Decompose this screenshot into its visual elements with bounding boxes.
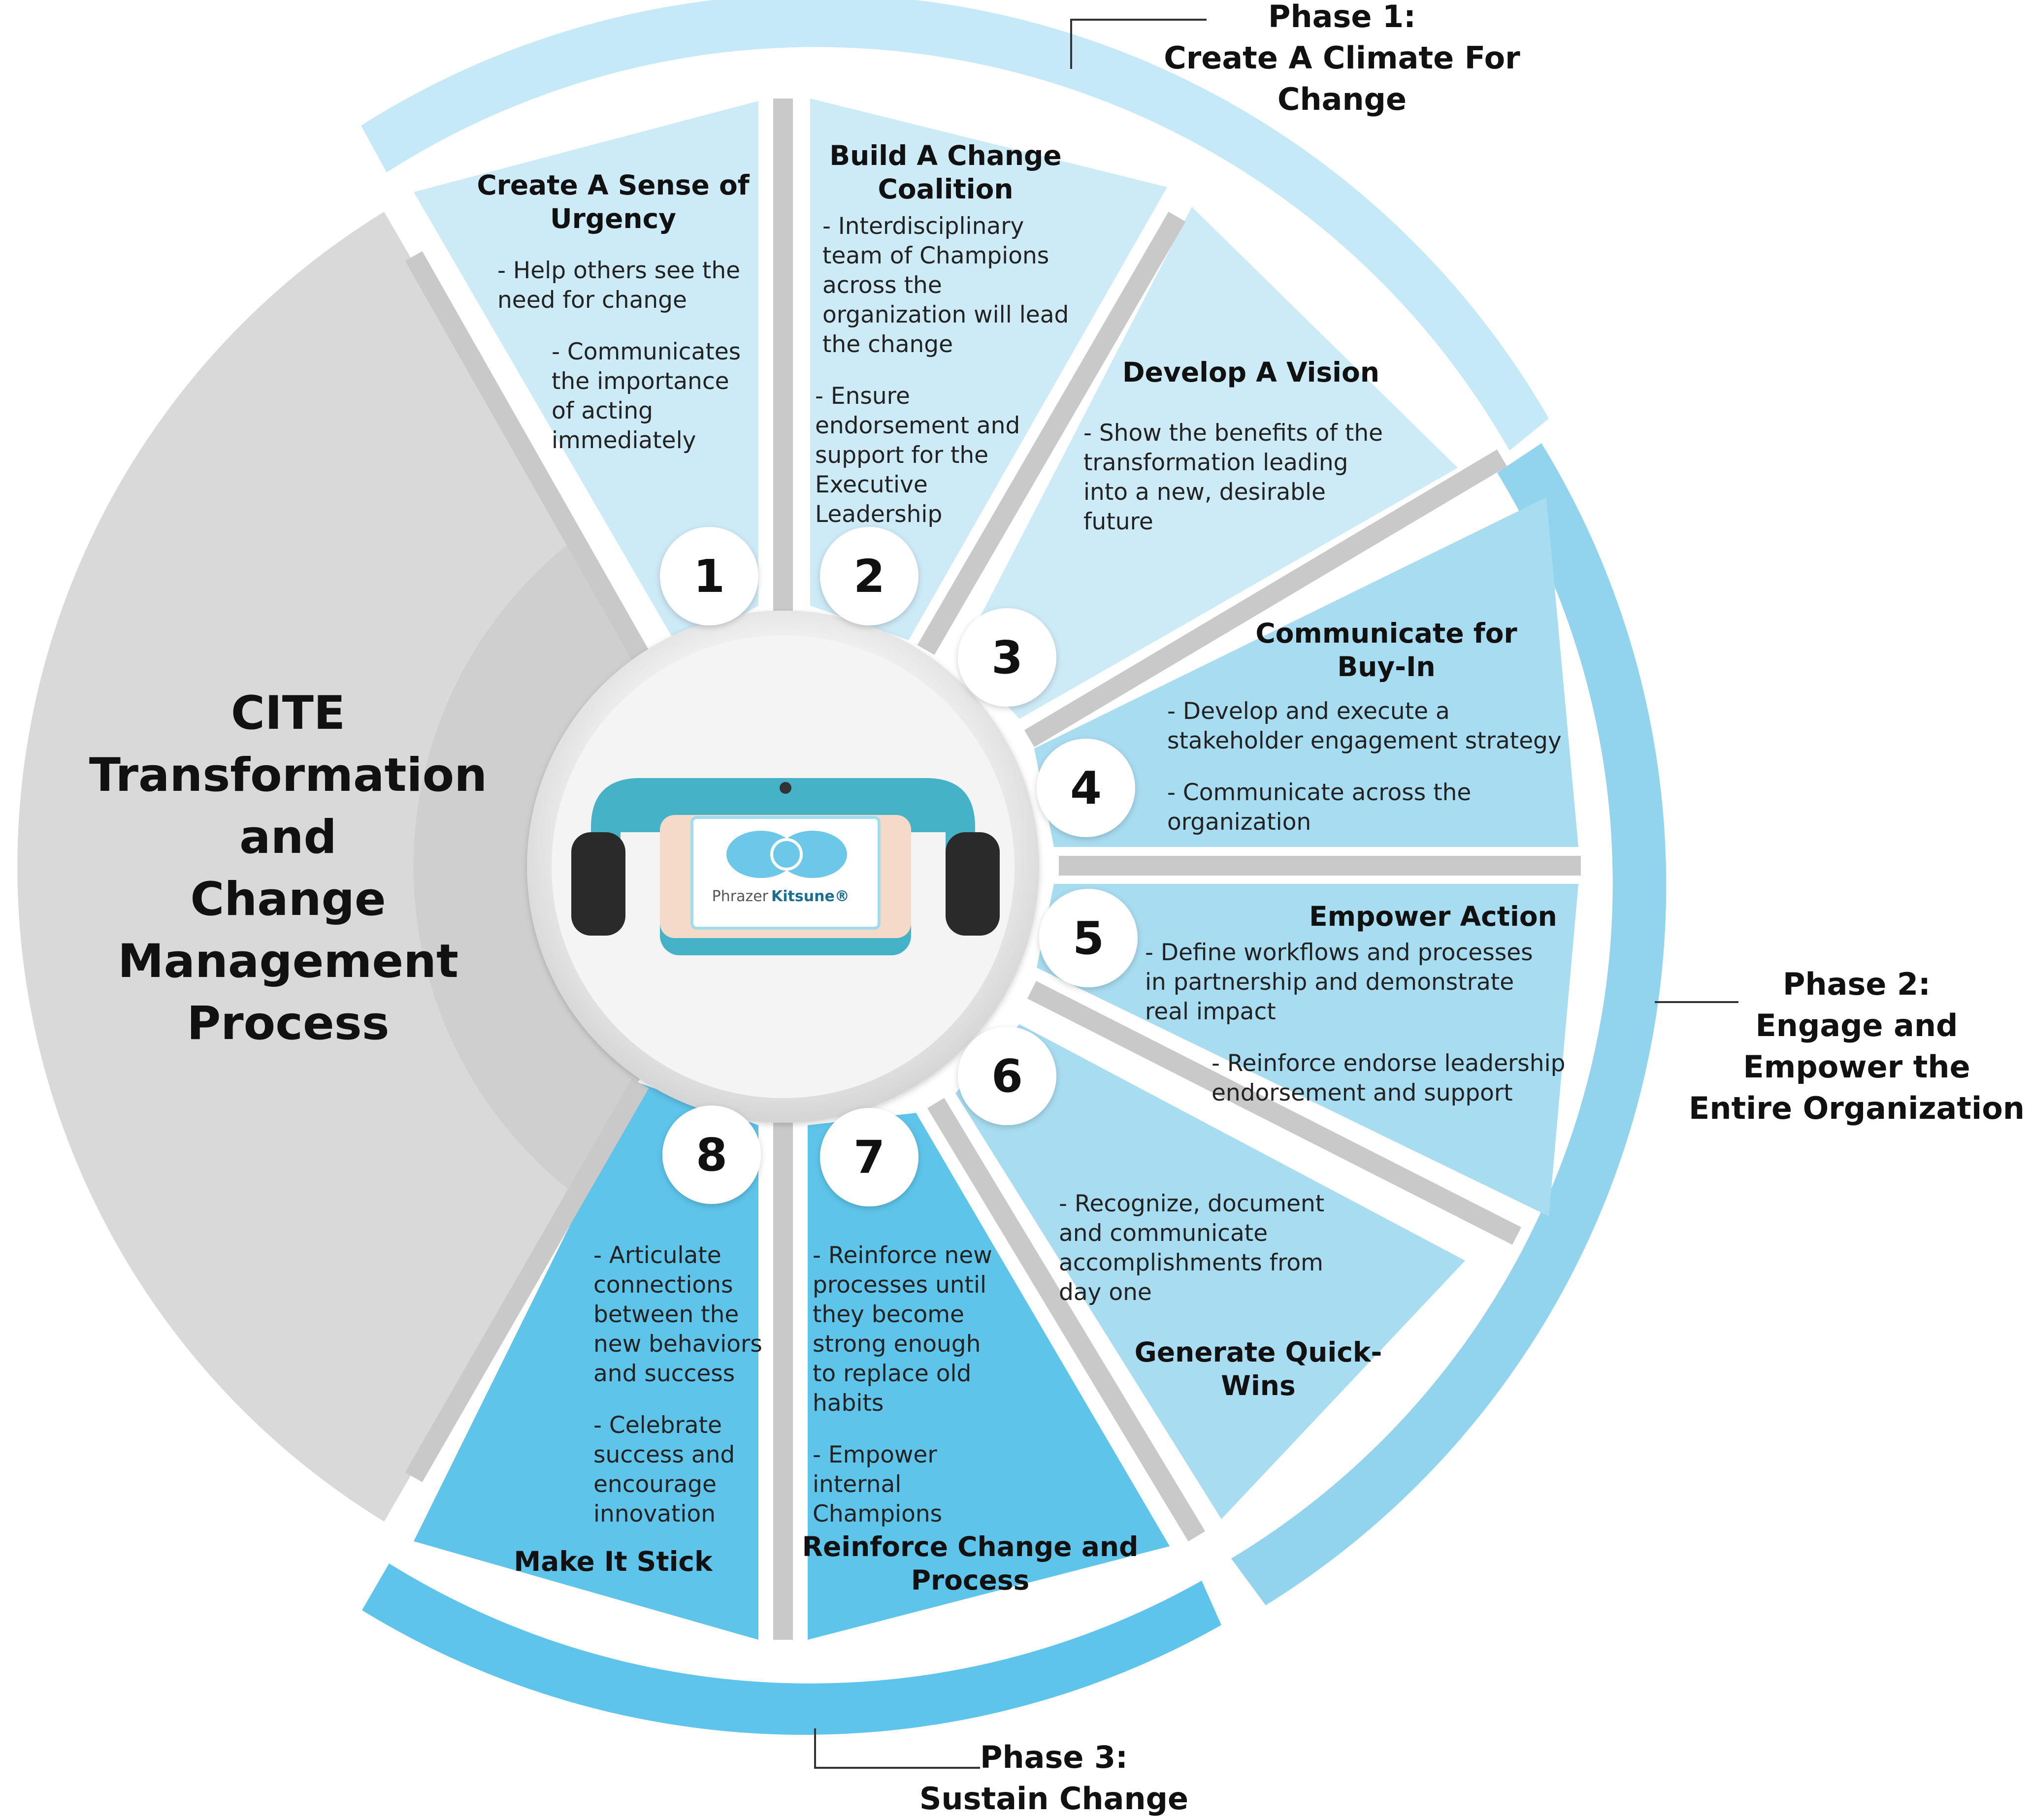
step-5-badge (1039, 889, 1138, 987)
step-6-number: 6 (991, 1050, 1023, 1103)
phase-3-label: Phase 3:Sustain Change (919, 1739, 1188, 1817)
step-7-wedge (808, 1113, 1170, 1640)
step-5-wedge (1037, 884, 1578, 1216)
device-handle-right (946, 832, 1000, 936)
step-1-wedge (414, 101, 758, 650)
device-brand: Phrazer (712, 888, 769, 905)
step-6-title: Generate Quick-Wins (1135, 1336, 1382, 1401)
step-8-number: 8 (696, 1129, 727, 1181)
step-7-badge (820, 1108, 918, 1206)
phase-3-leader-line (814, 1728, 980, 1769)
device-model: Kitsune® (771, 888, 850, 905)
step-6-badge (958, 1027, 1056, 1125)
step-3-title: Develop A Vision (1122, 357, 1379, 388)
device-screen (690, 816, 881, 930)
step-6-wedge (955, 1024, 1465, 1519)
wedge-separators (405, 98, 1581, 1640)
step-3-wedge (960, 207, 1458, 719)
step-4-wedge (1034, 497, 1578, 847)
step-5-title: Empower Action (1309, 901, 1557, 932)
step-2-number: 2 (853, 550, 885, 603)
step-2-wedge (810, 98, 1167, 640)
step-8-badge (662, 1105, 761, 1204)
step-1-number: 1 (693, 550, 725, 603)
step-7-number: 7 (853, 1131, 885, 1184)
gray-inner-sector (413, 542, 640, 1192)
globe-icon (770, 838, 803, 871)
step-1-badge (660, 527, 758, 625)
phase-1-leader-line (1070, 19, 1207, 69)
step-3-number: 3 (991, 631, 1023, 684)
step-8-title: Make It Stick (514, 1546, 713, 1577)
step-4-number: 4 (1070, 762, 1102, 814)
phrazer-device: Phrazer Kitsune® (571, 778, 1000, 955)
speech-bubble-right (778, 831, 847, 878)
device-camera-icon (780, 782, 791, 794)
step-8-wedge (414, 1083, 758, 1640)
step-4-badge (1037, 739, 1135, 837)
phase-3-ring (362, 1563, 1221, 1735)
device-handle-left (571, 832, 625, 936)
step-2-badge (820, 527, 918, 625)
gray-left-sector (17, 212, 641, 1522)
step-3-badge (958, 608, 1056, 707)
phase-2-ring (1231, 443, 1667, 1605)
step-5-number: 5 (1073, 912, 1104, 965)
